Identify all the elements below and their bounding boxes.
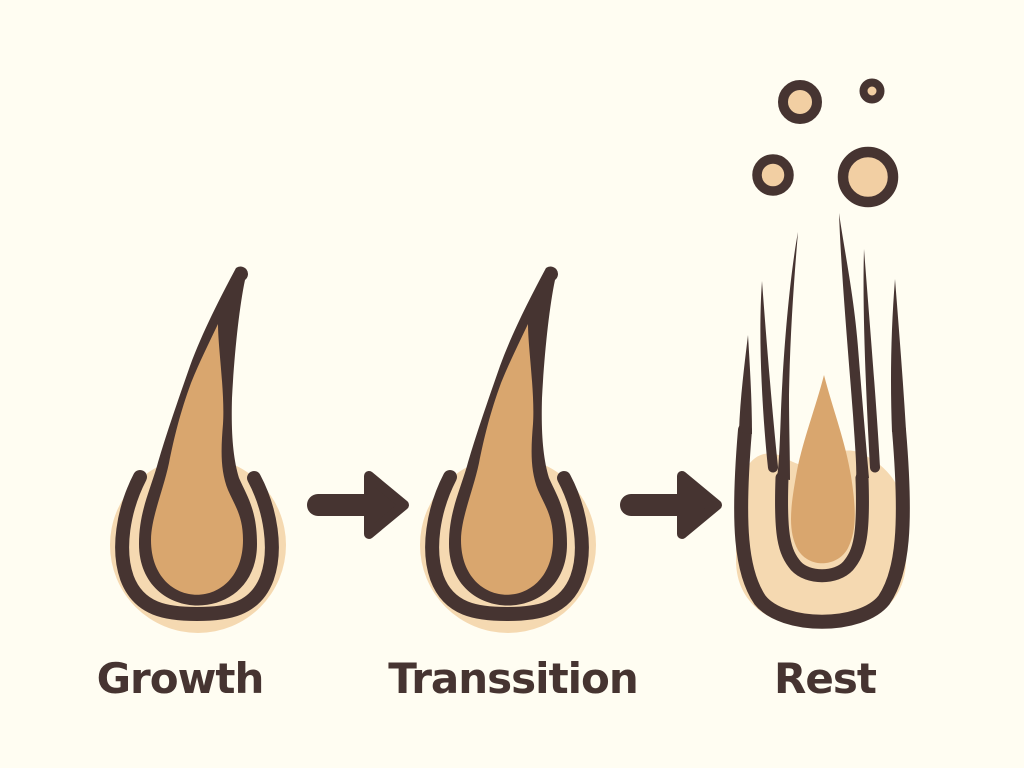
- shed-bubble: [752, 154, 794, 196]
- right-arrow-icon: [620, 471, 722, 539]
- right-arrow-icon: [307, 471, 409, 539]
- root-sheath-outline: [775, 471, 869, 583]
- follicle-outline: [734, 423, 910, 629]
- hair-follicle-growth-icon: [110, 266, 286, 633]
- hair-strand: [839, 213, 869, 480]
- follicle-outline-arc: [425, 470, 589, 622]
- hair-strand: [777, 232, 798, 480]
- stage-label-transition: Transsition: [388, 654, 639, 703]
- club-hair-fill: [791, 375, 855, 564]
- hair-shaft-fill: [461, 324, 553, 595]
- hair-strand: [863, 249, 881, 473]
- shed-bubble: [859, 78, 885, 104]
- shed-bubble: [778, 80, 822, 124]
- shed-bubble: [837, 146, 899, 208]
- hair-strand: [760, 281, 779, 473]
- stage-label-rest: Rest: [774, 654, 877, 703]
- hair-follicle-rest-icon: [734, 78, 910, 629]
- hair-strand: [739, 335, 752, 434]
- hair-strand: [891, 279, 906, 432]
- hair-shaft-fill: [151, 324, 243, 595]
- stage-label-growth: Growth: [96, 654, 265, 703]
- hair-follicle-transition-icon: [420, 266, 596, 633]
- follicle-outline-arc: [115, 470, 279, 622]
